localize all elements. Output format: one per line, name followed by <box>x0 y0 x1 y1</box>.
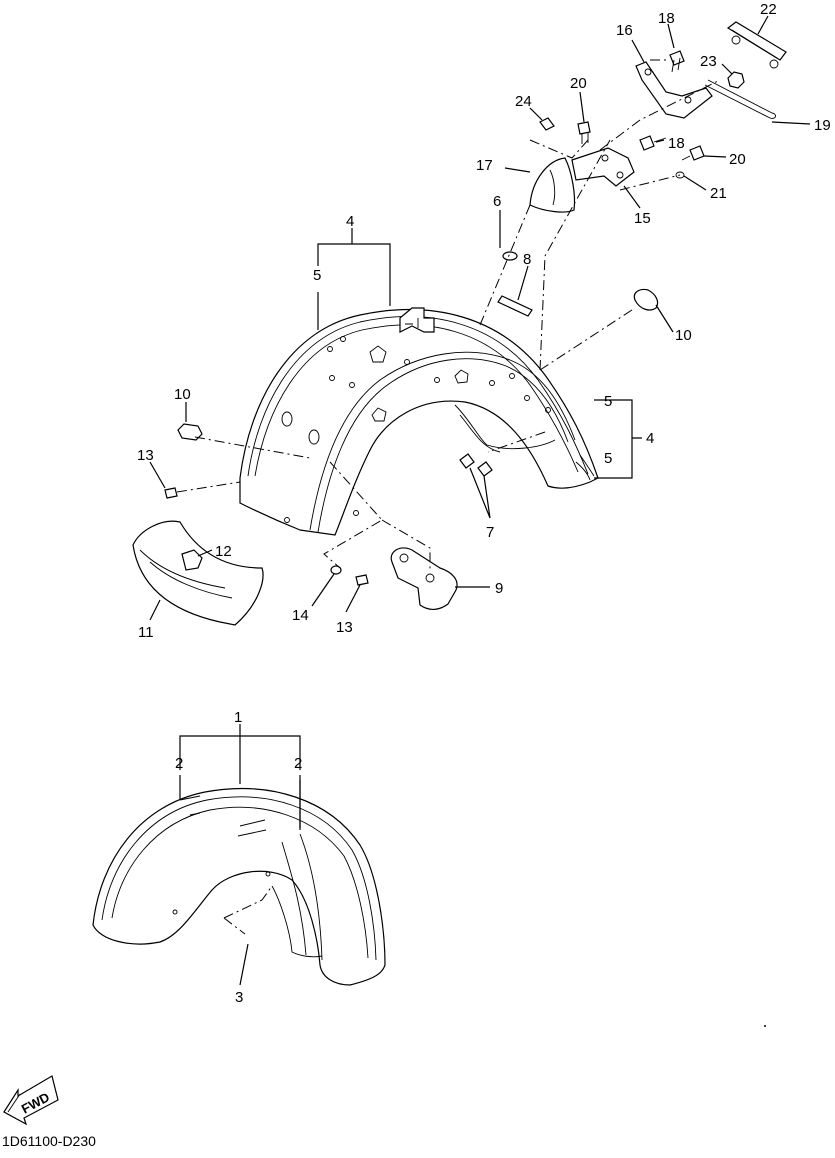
callout-22: 22 <box>760 1 777 18</box>
callout-18: 18 <box>668 135 685 152</box>
leader-lines <box>149 15 811 986</box>
callout-10: 10 <box>174 386 191 403</box>
callout-5: 5 <box>313 267 321 284</box>
callout-13: 13 <box>137 447 154 464</box>
callout-19: 19 <box>814 117 831 134</box>
document-code: 1D61100-D230 <box>2 1133 96 1149</box>
callout-10: 10 <box>675 327 692 344</box>
small-parts <box>132 251 659 626</box>
callout-23: 23 <box>700 53 717 70</box>
callout-5: 5 <box>604 393 612 410</box>
callout-20: 20 <box>570 75 587 92</box>
callout-4: 4 <box>646 430 654 447</box>
forward-direction-badge: FWD <box>3 1075 59 1126</box>
callout-15: 15 <box>634 210 651 227</box>
callout-2: 2 <box>175 755 183 772</box>
callout-6: 6 <box>493 193 501 210</box>
callout-1: 1 <box>234 709 242 726</box>
callout-labels: 1 2 2 3 4 4 5 5 5 6 7 8 9 10 10 11 12 13… <box>137 1 831 1006</box>
callout-9: 9 <box>495 580 503 597</box>
tail-bracket-assembly <box>529 21 787 213</box>
callout-7: 7 <box>486 524 494 541</box>
callout-16: 16 <box>616 22 633 39</box>
callout-13: 13 <box>336 619 353 636</box>
callout-11: 11 <box>138 624 154 641</box>
callout-4: 4 <box>346 213 354 230</box>
callout-12: 12 <box>215 543 232 560</box>
callout-5: 5 <box>604 450 612 467</box>
callout-18: 18 <box>658 10 675 27</box>
callout-3: 3 <box>235 989 243 1006</box>
callout-8: 8 <box>523 251 531 268</box>
callout-21: 21 <box>710 185 727 202</box>
callout-24: 24 <box>515 93 532 110</box>
callout-20: 20 <box>729 151 746 168</box>
callout-17: 17 <box>476 157 493 174</box>
front-fender <box>92 788 386 986</box>
callout-2: 2 <box>294 755 302 772</box>
rear-fender <box>239 307 599 536</box>
callout-14: 14 <box>292 607 309 624</box>
